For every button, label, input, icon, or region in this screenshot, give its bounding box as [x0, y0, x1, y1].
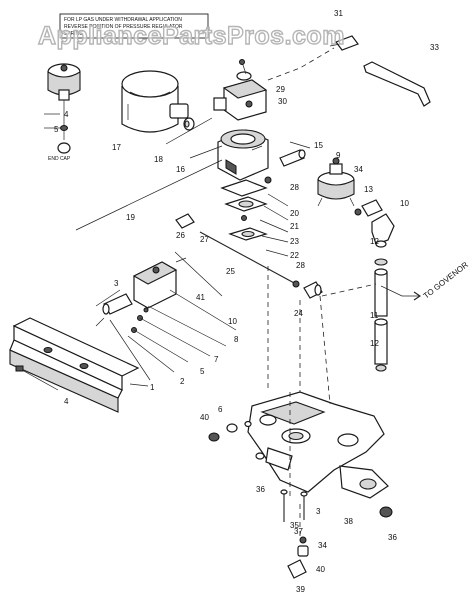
choke-rod	[329, 35, 431, 107]
watermark-text: AppliancePartsPros.com	[38, 22, 345, 50]
part-number: 40	[200, 413, 209, 422]
part-number: 29	[276, 85, 285, 94]
part-number: 8	[234, 335, 239, 344]
part-number: 40	[316, 565, 325, 574]
pipe-nipple	[279, 149, 306, 167]
part-number: 35	[290, 521, 299, 530]
notice-line-3: SPRING	[64, 31, 83, 37]
part-number: 17	[112, 143, 121, 152]
carburetor-body	[217, 129, 269, 181]
part-number: 7	[214, 355, 219, 364]
intake-manifold	[247, 391, 389, 499]
idle-fitting	[175, 213, 195, 229]
part-number: 10	[228, 317, 237, 326]
part-number-labels: 4 5 17 18 16 19 31 33 29 30 15 9 34 13 1…	[54, 9, 439, 594]
part-number: 36	[256, 485, 265, 494]
part-number: 9	[336, 151, 341, 160]
part-number: 4	[64, 397, 69, 406]
part-number: 22	[290, 251, 299, 260]
elbow-fittings	[354, 199, 395, 248]
governor-tube	[374, 258, 388, 372]
air-cleaner-cylinder	[121, 70, 189, 133]
part-number: 38	[344, 517, 353, 526]
part-number: 27	[200, 235, 209, 244]
part-number: 12	[370, 339, 379, 348]
part-number: 10	[400, 199, 409, 208]
mounting-bracket	[9, 317, 140, 413]
part-number: 15	[314, 141, 323, 150]
part-number: 23	[290, 237, 299, 246]
part-number: 28	[296, 261, 305, 270]
notice-line-2: REVERSE POSITION OF PRESSURE REGULATOR	[64, 24, 183, 30]
part-number: 12	[370, 237, 379, 246]
part-number: 33	[430, 43, 439, 52]
leader-lines	[75, 117, 311, 381]
part-number: 6	[218, 405, 223, 414]
part-number: 41	[196, 293, 205, 302]
part-number: 34	[354, 165, 363, 174]
part-number: 3	[114, 279, 119, 288]
part-number: 34	[318, 541, 327, 550]
part-number: 5	[54, 125, 59, 134]
fuel-mixer	[102, 257, 187, 315]
part-number: 11	[370, 311, 379, 320]
part-number: 37	[294, 527, 303, 536]
part-number: 28	[290, 183, 299, 192]
part-number: 2	[180, 377, 185, 386]
part-number: 13	[364, 185, 373, 194]
clamp-part	[183, 117, 195, 131]
notice-line-1: FOR LP GAS UNDER WITHDRAWAL APPLICATION	[64, 17, 182, 23]
part-number: 5	[200, 367, 205, 376]
part-number: 4	[64, 110, 69, 119]
lower-bolts	[280, 489, 393, 579]
part-number: 25	[226, 267, 235, 276]
regulator-end-cap-assembly	[44, 63, 81, 154]
part-number: 26	[176, 231, 185, 240]
part-number: 36	[388, 533, 397, 542]
end-cap-label: END CAP	[48, 156, 71, 162]
part-number: 39	[296, 585, 305, 594]
part-number: 20	[290, 209, 299, 218]
manifold-fasteners	[208, 420, 265, 460]
part-number: 18	[154, 155, 163, 164]
carburetor-top-housing	[213, 71, 268, 121]
part-number: 21	[290, 222, 299, 231]
governor-label: TO GOVENOR	[422, 260, 470, 301]
gasket-stack	[220, 179, 268, 241]
pressure-regulator	[317, 157, 355, 207]
part-number: 3	[316, 507, 321, 516]
throttle-fitting	[303, 281, 323, 299]
lp-gas-notice: FOR LP GAS UNDER WITHDRAWAL APPLICATION …	[59, 13, 209, 39]
part-number: 19	[126, 213, 135, 222]
part-number: 30	[278, 97, 287, 106]
part-number: 16	[176, 165, 185, 174]
part-number: 31	[334, 9, 343, 18]
part-number: 1	[150, 383, 155, 392]
part-number: 24	[294, 309, 303, 318]
